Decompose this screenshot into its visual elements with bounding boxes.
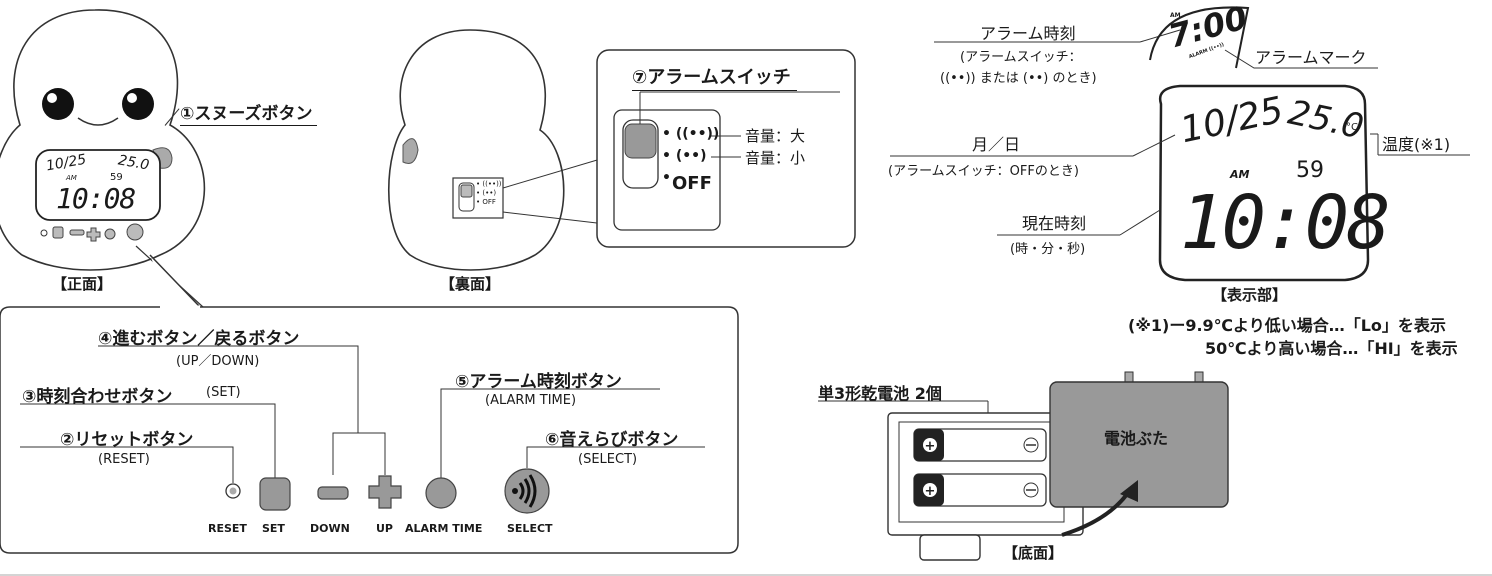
front-clock [0,9,206,271]
display-lcd-am: AM [1230,168,1250,181]
switch-high-mark: • ((••)) [662,126,720,142]
up-down-title: ④進むボタン／戻るボタン [98,329,300,349]
alarm-mark-label: アラームマーク [1255,48,1367,67]
select-title: ⑥音えらびボタン [545,430,679,450]
alarm-time-note2: ((••)) または (••) のとき) [940,71,1097,86]
svg-text:+: + [925,439,936,454]
temp-label: 温度(※1) [1382,135,1451,154]
display-caption: 【表示部】 [1212,286,1288,304]
down-button-shape [317,486,349,500]
switch-knob [624,123,657,159]
back-snooze-shape [402,138,419,164]
volume-high-label: 音量：大 [745,127,806,145]
alarm-time-label: アラーム時刻 [980,24,1076,43]
up-button-shape [368,475,402,509]
back-small-switch-marks: • ((••))• (••)• OFF [476,180,502,206]
alarm-time-button-label: ALARM TIME [405,522,483,535]
select-button-label: SELECT [507,522,553,535]
switch-off-dot: • [662,170,671,186]
temp-footnote-1: (※1)ー9.9℃より低い場合…「Lo」を表示 [1128,316,1446,335]
front-caption: 【正面】 [52,275,113,293]
set-button-shape [259,477,291,511]
snooze-button-shape [152,147,173,169]
up-button-label: UP [376,522,393,535]
front-lcd-seconds: 59 [110,172,123,183]
up-down-sub: (UP／DOWN) [176,354,260,369]
display-lcd-seconds: 59 [1296,158,1324,183]
switch-off-mark: OFF [672,173,712,194]
battery-cover-label: 電池ぶた [1104,429,1169,448]
set-title: ③時刻合わせボタン [22,387,173,407]
set-button-label: SET [262,522,285,535]
back-clock [388,29,565,271]
display-lcd-frame [1158,84,1370,282]
date-label: 月／日 [972,135,1021,154]
now-note: (時・分・秒) [1010,242,1086,257]
alarm-time-button-shape [425,477,457,509]
front-lcd-time: 10:08 [56,182,136,215]
alarm-time-sub: (ALARM TIME) [485,393,577,408]
front-lcd-frame [35,149,161,221]
select-button-shape [504,468,550,514]
snooze-label: ①スヌーズボタン [180,99,317,126]
battery-cover [1049,381,1229,508]
battery-label: 単3形乾電池 2個 [818,384,942,403]
select-sub: (SELECT) [578,452,638,467]
down-button-label: DOWN [310,522,350,535]
back-caption: 【裏面】 [440,275,501,293]
bottom-caption: 【底面】 [1003,544,1064,562]
left-eye-icon [42,88,74,120]
alarm-lcd-am: AM [1170,12,1181,19]
switch-low-mark: • (••) [662,148,707,164]
date-note: (アラームスイッチ：OFFのとき) [888,164,1079,179]
alarm-time-note1: (アラームスイッチ： [960,50,1082,65]
display-lcd-time: 10:08 [1180,180,1391,266]
reset-button-label: RESET [208,522,247,535]
switch-title: ⑦アラームスイッチ [632,63,797,91]
volume-low-label: 音量：小 [745,149,806,167]
reset-title: ②リセットボタン [60,430,194,450]
reset-sub: (RESET) [98,452,150,467]
front-lcd-am: AM [66,174,77,182]
now-label: 現在時刻 [1022,214,1087,233]
temp-footnote-2: 50℃より高い場合…「HI」を表示 [1205,339,1458,358]
svg-text:+: + [925,484,936,499]
set-sub: (SET) [206,385,241,400]
display-lcd-temp-unit: °C [1346,122,1358,133]
alarm-lcd-frame [1149,6,1250,69]
buttons-callout-box [0,254,739,554]
alarm-time-title: ⑤アラーム時刻ボタン [455,372,622,392]
right-eye-icon [122,88,154,120]
